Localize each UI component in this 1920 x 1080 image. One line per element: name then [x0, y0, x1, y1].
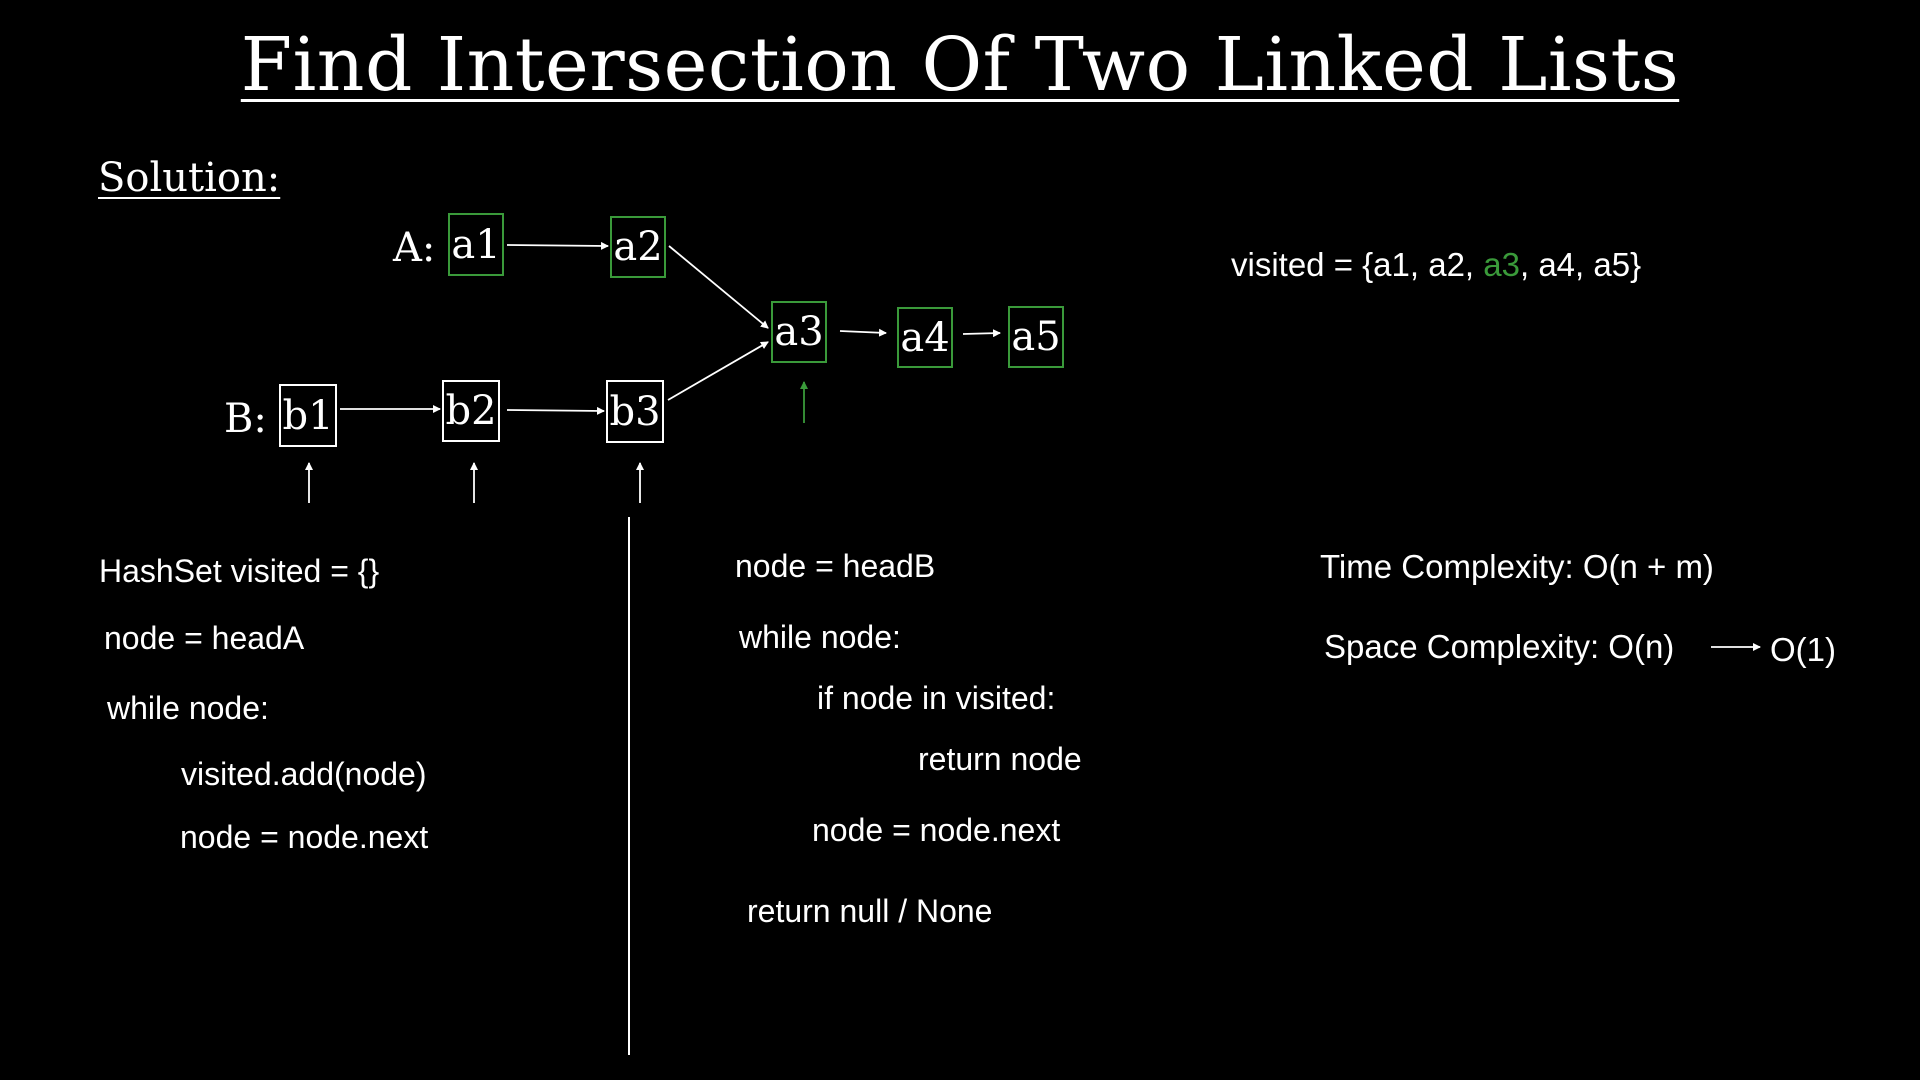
- node-a2: a2: [610, 216, 666, 278]
- edge-b2-b3: [506, 406, 605, 415]
- code-left-line-5: node = node.next: [180, 819, 429, 855]
- node-b3-label: b3: [609, 388, 661, 435]
- edge-a3-a4: [839, 328, 887, 337]
- node-b1-label: b1: [282, 392, 334, 439]
- node-a3: a3: [771, 301, 827, 363]
- node-b1: b1: [279, 384, 337, 447]
- list-a-label: A:: [393, 225, 436, 271]
- code-left-line-2: node = headA: [104, 620, 305, 656]
- list-b-label: B:: [224, 396, 267, 442]
- node-a2-label: a2: [613, 224, 663, 270]
- code-left-line-3: while node:: [107, 690, 269, 726]
- code-right-line-1: node = headB: [735, 548, 936, 584]
- code-left-line-1: HashSet visited = {}: [99, 553, 380, 589]
- node-a1-label: a1: [451, 221, 501, 268]
- visited-set: visited = {a1, a2, a3, a4, a5}: [1231, 248, 1641, 281]
- node-a5: a5: [1008, 306, 1064, 368]
- node-a5-label: a5: [1011, 314, 1061, 360]
- node-a4: a4: [897, 307, 953, 368]
- edge-b3-a3: [667, 341, 769, 401]
- page-title: Find Intersection Of Two Linked Lists: [240, 22, 1680, 108]
- code-right-line-3: if node in visited:: [817, 680, 1056, 716]
- visited-set-suffix: , a4, a5}: [1519, 246, 1642, 283]
- edge-a4-a5: [962, 329, 1001, 338]
- node-a4-label: a4: [900, 314, 950, 361]
- code-right-line-2: while node:: [739, 619, 901, 655]
- node-b2: b2: [442, 380, 500, 442]
- edge-a1-a2: [506, 241, 609, 250]
- node-b2-label: b2: [445, 388, 497, 434]
- solution-heading: Solution:: [98, 155, 281, 201]
- node-a3-label: a3: [774, 309, 824, 355]
- time-complexity: Time Complexity: O(n + m): [1320, 548, 1714, 585]
- node-a1: a1: [448, 213, 504, 276]
- space-complexity-improved: O(1): [1770, 631, 1836, 668]
- code-right-line-6: return null / None: [747, 893, 993, 929]
- node-b3: b3: [606, 380, 664, 443]
- visited-set-highlight: a3: [1483, 246, 1520, 283]
- code-left-line-4: visited.add(node): [181, 756, 427, 792]
- space-complexity: Space Complexity: O(n): [1324, 628, 1675, 665]
- code-right-line-4: return node: [918, 741, 1082, 777]
- edge-a2-a3: [668, 245, 769, 329]
- code-right-line-5: node = node.next: [812, 812, 1061, 848]
- visited-set-prefix: visited = {a1, a2,: [1231, 246, 1484, 283]
